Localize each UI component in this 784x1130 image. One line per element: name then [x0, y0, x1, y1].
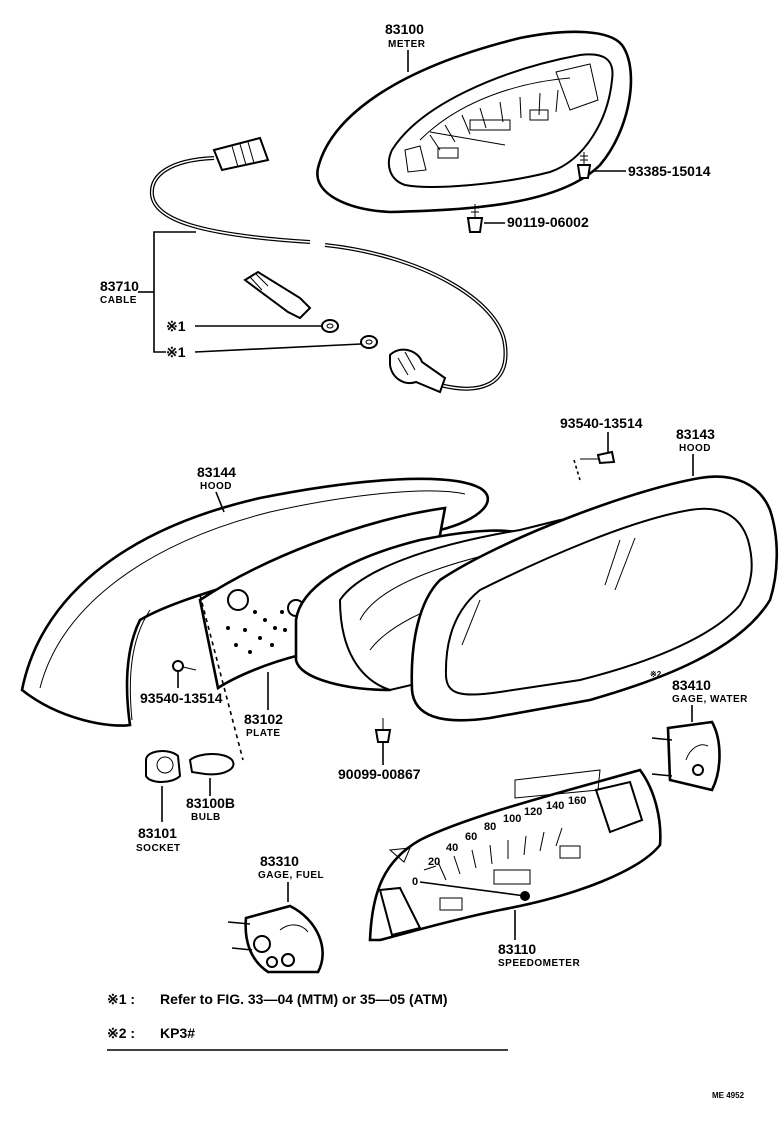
dial-label-140: 140 [546, 800, 564, 812]
dial-label-120: 120 [524, 806, 542, 818]
screw-90119 [466, 204, 484, 233]
part-name-hood-83143: HOOD [679, 443, 711, 454]
screw-93385 [576, 152, 592, 179]
part-number-83101: 83101 [138, 825, 177, 841]
meter-assembly [316, 30, 633, 214]
speedometer-face [368, 768, 662, 942]
leader-ref1b [194, 343, 362, 353]
part-name-bulb: BULB [191, 812, 221, 823]
callout-ref1b: ※1 [166, 344, 186, 360]
part-number-83102: 83102 [244, 711, 283, 727]
footnote-1-mark: ※1 : [107, 991, 135, 1007]
dial-label-100: 100 [503, 813, 521, 825]
part-number-83144: 83144 [197, 464, 236, 480]
part-number-93385: 93385-15014 [628, 163, 711, 179]
part-number-83100B: 83100B [186, 795, 235, 811]
dial-label-20: 20 [428, 856, 440, 868]
part-name-socket: SOCKET [136, 843, 181, 854]
footnote-1-text: Refer to FIG. 33—04 (MTM) or 35—05 (ATM) [160, 991, 448, 1007]
part-name-gage-fuel: GAGE, FUEL [258, 870, 324, 881]
fuel-gage [227, 904, 324, 974]
screw-93540-left [172, 660, 197, 672]
part-name-meter: METER [388, 39, 426, 50]
water-gage [651, 720, 721, 792]
part-number-90099: 90099-00867 [338, 766, 421, 782]
part-number-83410: 83410 [672, 677, 711, 693]
part-name-speedometer: SPEEDOMETER [498, 958, 580, 969]
part-name-hood-83144: HOOD [200, 481, 232, 492]
leader-83710-bracket [153, 231, 196, 353]
part-number-83710: 83710 [100, 278, 139, 294]
dial-label-0: 0 [412, 876, 418, 888]
leader-83144 [215, 491, 225, 513]
part-number-83110: 83110 [498, 941, 536, 957]
dial-label-60: 60 [465, 831, 477, 843]
dial-label-80: 80 [484, 821, 496, 833]
screw-90099 [374, 718, 392, 743]
part-number-93540-top: 93540-13514 [560, 415, 643, 431]
odometer-window [493, 869, 531, 885]
dashed-guide-93540-top [573, 459, 581, 481]
part-name-plate: PLATE [246, 728, 281, 739]
dial-label-160: 160 [568, 795, 586, 807]
part-mark-83410: ※2 [650, 670, 662, 679]
figure-code: ME 4952 [712, 1091, 745, 1100]
part-number-93540-left: 93540-13514 [140, 690, 223, 706]
footnote-2-text: KP3# [160, 1025, 195, 1041]
footnote-2-mark: ※2 : [107, 1025, 135, 1041]
part-name-gage-water: GAGE, WATER [672, 694, 748, 705]
socket-83101 [145, 750, 182, 822]
part-number-90119: 90119-06002 [507, 214, 589, 230]
bulb-83100B [188, 753, 235, 796]
callout-ref1a: ※1 [166, 318, 186, 334]
dial-label-40: 40 [446, 842, 458, 854]
screw-93540-top [580, 450, 616, 465]
part-number-83310: 83310 [260, 853, 299, 869]
part-number-83143: 83143 [676, 426, 715, 442]
part-number-83100: 83100 [385, 21, 424, 37]
hood-83143 [410, 475, 779, 722]
part-name-cable: CABLE [100, 295, 137, 306]
